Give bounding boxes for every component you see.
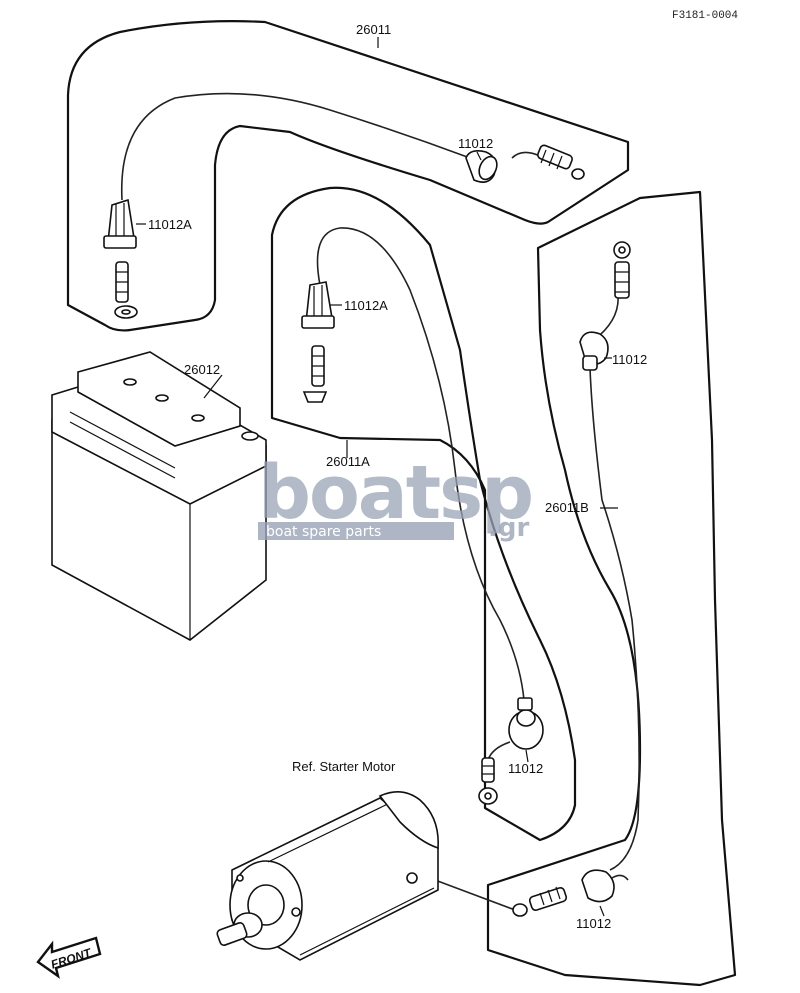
terminal-cap-11012-bottom	[581, 869, 629, 903]
label-11012-lower: 11012	[508, 761, 543, 776]
label-26011: 26011	[356, 22, 391, 37]
front-arrow: FRONT	[36, 936, 102, 979]
watermark-tag-bar	[258, 522, 454, 540]
terminal-cap-11012-right	[579, 331, 609, 371]
watermark-suffix: .gr	[488, 513, 529, 543]
watermark-brand: boatsp	[258, 450, 532, 536]
label-11012a-mid: 11012A	[344, 298, 388, 313]
label-11012-right: 11012	[612, 352, 647, 367]
terminal-ring-top-left	[114, 261, 138, 319]
label-11012a-top: 11012A	[148, 217, 192, 232]
terminal-cap-11012-lower	[508, 697, 544, 750]
terminal-ring-upper-right	[613, 241, 631, 299]
cable-26011b-outline	[486, 190, 737, 987]
terminal-ring-mid	[302, 345, 328, 403]
terminal-ring-lower	[478, 741, 511, 805]
label-11012-bottom: 11012	[576, 916, 611, 931]
wire-26011	[120, 92, 471, 201]
leader-lines	[136, 37, 618, 917]
battery	[51, 351, 267, 641]
label-26011a: 26011A	[326, 454, 370, 469]
terminal-lug-bottom	[512, 886, 568, 917]
label-26012: 26012	[184, 362, 220, 377]
wire-26011a	[316, 227, 525, 701]
figure-code: F3181-0004	[672, 10, 738, 22]
terminal-lug-top-right	[511, 144, 585, 180]
wire-starter-lead	[434, 879, 516, 911]
watermark: boatsp .gr boat spare parts	[258, 450, 534, 543]
label-11012-top: 11012	[458, 136, 493, 151]
cable-26011-outline	[66, 20, 630, 332]
terminal-cap-11012a-top	[103, 198, 137, 249]
terminal-cap-11012-top	[465, 150, 498, 183]
label-ref-starter-motor: Ref. Starter Motor	[292, 759, 396, 774]
cable-26011a-outline	[270, 186, 577, 842]
terminal-cap-11012a-mid	[301, 281, 335, 329]
starter-motor	[216, 791, 439, 961]
wire-26011b	[589, 294, 640, 871]
label-26011b: 26011B	[545, 500, 589, 515]
watermark-tagline: boat spare parts	[266, 524, 381, 540]
